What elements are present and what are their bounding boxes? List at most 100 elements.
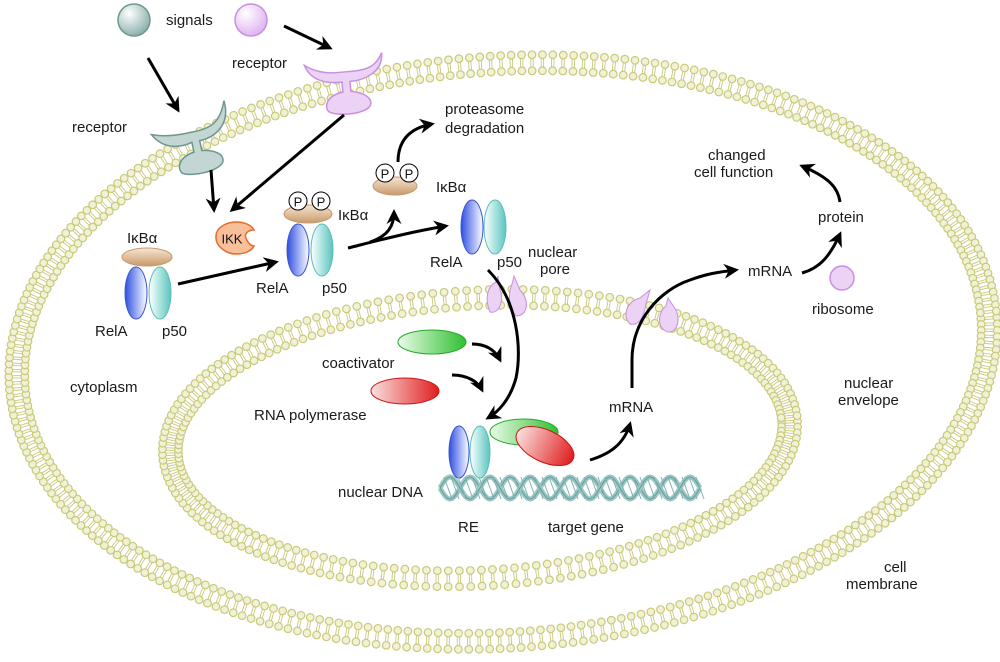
lipid-head — [589, 634, 599, 644]
lipid-tail — [680, 319, 685, 328]
lipid-tail — [761, 478, 769, 485]
lipid-tail — [813, 554, 819, 563]
lipid-head — [476, 565, 486, 575]
lipid-head — [253, 118, 262, 128]
lipid-tail — [777, 390, 786, 396]
lipid-head — [405, 76, 415, 86]
lipid-tail — [879, 150, 885, 158]
lipid-tail — [768, 470, 775, 476]
lipid-tail — [713, 333, 719, 342]
lipid-head — [261, 552, 270, 561]
lipid-head — [746, 79, 755, 89]
lipid-head — [522, 578, 532, 587]
lipid-head — [227, 350, 237, 360]
lipid-head — [741, 340, 751, 350]
lipid-tail — [864, 140, 870, 148]
lipid-head — [148, 153, 157, 163]
lipid-tail — [300, 556, 304, 565]
lipid-head — [900, 480, 910, 490]
lipid-head — [626, 611, 636, 621]
lipid-tail — [267, 545, 272, 554]
lipid-head — [930, 447, 940, 457]
ikba-degraded-label: IκBα — [436, 179, 467, 196]
lipid-head — [266, 330, 276, 340]
lipid-tail — [963, 243, 972, 248]
lipid-tail — [928, 193, 935, 200]
lipid-head — [287, 608, 297, 618]
lipid-tail — [669, 611, 673, 620]
lipid-head — [428, 289, 438, 298]
lipid-head — [275, 326, 284, 336]
lipid-head — [712, 588, 722, 598]
lipid-tail — [661, 68, 664, 77]
lipid-head — [527, 642, 536, 652]
lipid-tail — [977, 379, 986, 383]
ikba-degraded-complex: P P — [372, 163, 419, 196]
lipid-tail — [252, 607, 257, 616]
lipid-tail — [945, 443, 953, 450]
ikk-enzyme: IKK — [215, 221, 256, 255]
lipid-tail — [264, 341, 269, 350]
p50-nuclear-label: p50 — [497, 254, 522, 271]
lipid-head — [698, 318, 708, 328]
lipid-tail — [983, 303, 992, 306]
lipid-tail — [47, 263, 55, 269]
lipid-tail — [67, 500, 74, 507]
lipid-head — [716, 520, 726, 530]
lipid-tail — [788, 102, 793, 111]
lipid-tail — [747, 88, 751, 97]
lipid-head — [722, 498, 731, 508]
relA-protein — [124, 266, 148, 320]
lipid-tail — [77, 224, 85, 231]
lipid-tail — [706, 330, 711, 338]
lipid-head — [264, 348, 274, 358]
arrow-mrna-export — [630, 263, 739, 388]
lipid-tail — [974, 269, 983, 273]
lipid-head — [334, 618, 344, 628]
lipid-tail — [155, 160, 161, 169]
lipid-head — [569, 50, 579, 60]
lipid-tail — [299, 619, 302, 628]
lipid-head — [112, 550, 122, 560]
coactivator-protein — [397, 329, 467, 355]
lipid-head — [315, 614, 325, 624]
lipid-head — [155, 558, 165, 568]
lipid-head — [951, 445, 961, 455]
lipid-tail — [971, 260, 980, 265]
lipid-head — [521, 562, 530, 572]
p50-protein — [310, 223, 334, 277]
lipid-tail — [388, 72, 391, 81]
lipid-head — [852, 538, 862, 548]
lipid-tail — [631, 64, 634, 73]
lipid-head — [596, 617, 606, 627]
p50-protein — [148, 266, 172, 320]
lipid-tail — [390, 303, 393, 312]
dna-base-pair — [618, 476, 628, 500]
lipid-tail — [551, 632, 554, 641]
lipid-tail — [349, 566, 352, 575]
lipid-tail — [431, 297, 434, 306]
lipid-head — [283, 624, 293, 634]
lipid-tail — [35, 283, 44, 289]
lipid-head — [408, 307, 418, 317]
lipid-tail — [834, 542, 840, 551]
lipid-tail — [216, 521, 223, 529]
lipid-tail — [429, 66, 432, 75]
lipid-head — [600, 52, 609, 62]
lipid-tail — [160, 157, 166, 165]
lipid-tail — [173, 478, 182, 483]
lipid-tail — [24, 308, 33, 313]
lipid-tail — [725, 339, 731, 348]
nuclear-pore-label-line2: pore — [540, 261, 570, 278]
lipid-tail — [246, 350, 252, 358]
lipid-tail — [964, 412, 972, 418]
lipid-head — [776, 413, 786, 423]
lipid-head — [148, 554, 158, 564]
lipid-tail — [88, 213, 95, 221]
lipid-head — [439, 287, 449, 297]
lipid-tail — [377, 305, 380, 314]
lipid-head — [883, 496, 893, 505]
lipid-tail — [16, 337, 25, 340]
lipid-tail — [82, 515, 89, 523]
lipid-head — [178, 588, 188, 597]
